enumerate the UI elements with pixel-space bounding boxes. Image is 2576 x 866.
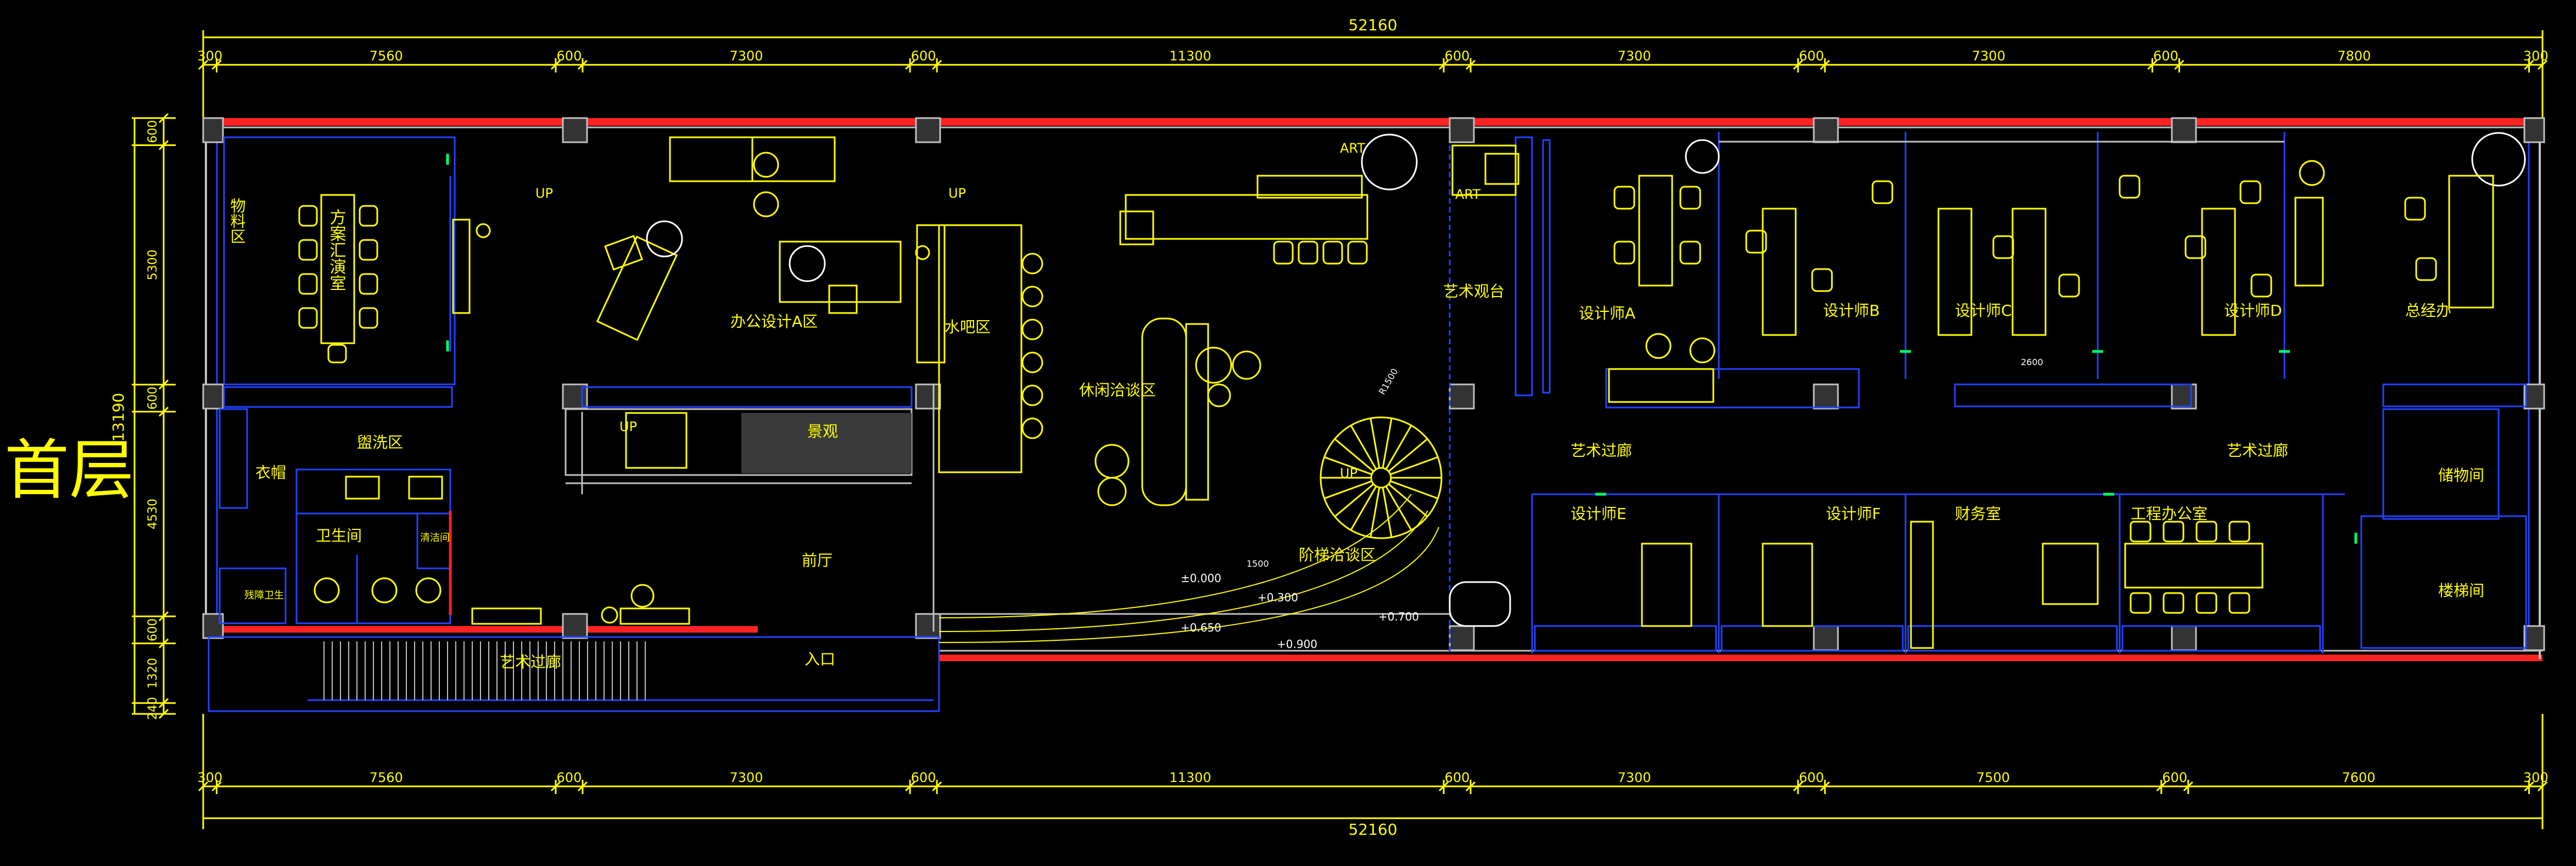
label-up-1: UP: [535, 186, 553, 201]
label-designer-f: 设计师F: [1826, 505, 1881, 523]
elev-2: +0.650: [1181, 621, 1221, 634]
label-designer-e: 设计师E: [1571, 505, 1627, 523]
bottom-segment-label: 300: [2523, 770, 2549, 785]
label-scenery: 景观: [807, 422, 838, 440]
stair-ramp-lines: [938, 494, 1439, 643]
label-stairwell: 楼梯间: [2438, 582, 2484, 600]
bottom-segment-label: 600: [911, 770, 936, 785]
top-segment-label: 7300: [730, 48, 763, 64]
label-art-corridor-right: 艺术过廊: [2227, 442, 2288, 460]
bottom-segment-label: 7500: [1976, 770, 2010, 785]
top-segment-label: 300: [197, 48, 222, 64]
bottom-segment-label: 600: [557, 770, 582, 785]
label-art-corridor-bottom: 艺术过廊: [500, 653, 561, 671]
top-segment-label: 600: [1445, 48, 1470, 64]
bottom-segment-label: 7560: [370, 770, 403, 785]
floor-title: 首层: [4, 432, 135, 508]
elev-0: ±0.000: [1181, 572, 1221, 585]
bottom-segment-label: 600: [1799, 770, 1824, 785]
elev-1: +0.300: [1258, 591, 1298, 604]
label-art-tag-2: ART: [1455, 187, 1480, 202]
label-office-a: 办公设计A区: [730, 312, 818, 331]
label-lobby: 前厅: [802, 551, 832, 569]
top-dimension-lines: [198, 30, 2548, 121]
bottom-segment-label: 7300: [730, 770, 763, 785]
label-wash: 盥洗区: [357, 433, 403, 451]
label-art-wall: 艺术观台: [1443, 282, 1505, 300]
left-segment-label: 600: [146, 387, 160, 410]
top-total-dimension: 52160: [1348, 16, 1397, 34]
top-segment-label: 300: [2523, 48, 2549, 64]
furniture-layer: [298, 132, 2526, 649]
top-segment-labels: 300 7560 600 7300 600 11300 600 7300 600 7300 600 7…: [197, 48, 2548, 64]
left-segment-labels: 600 5300 600 4530 600 1320 240: [146, 120, 160, 720]
top-segment-label: 600: [911, 48, 936, 64]
room-labels: 物料区 方案汇演室 办公设计A区 水吧区 休闲洽谈区 艺术观台 设计师A 设计师…: [228, 141, 2485, 671]
label-toilet: 卫生间: [316, 527, 362, 545]
label-designer-d: 设计师D: [2224, 301, 2282, 320]
label-art-tag-1: ART: [1340, 141, 1365, 156]
label-storage: 储物间: [2438, 466, 2484, 484]
label-finance: 财务室: [1955, 505, 2001, 523]
top-segment-label: 7560: [370, 48, 403, 64]
label-cloak: 衣帽: [255, 463, 286, 482]
label-designer-c: 设计师C: [1955, 301, 2012, 320]
label-art-corridor-left: 艺术过廊: [1571, 442, 1632, 460]
left-dimension-lines: [132, 113, 176, 719]
top-segment-label: 600: [557, 48, 582, 64]
label-up-4: UP: [1340, 466, 1357, 481]
label-bar: 水吧区: [945, 318, 991, 336]
dim-2600: 2600: [2021, 357, 2043, 367]
top-segment-label: 600: [2153, 48, 2178, 64]
left-total-dimension: 13190: [109, 393, 127, 442]
label-up-2: UP: [948, 186, 966, 201]
top-segment-label: 7300: [1972, 48, 2005, 64]
bottom-segment-label: 600: [1445, 770, 1470, 785]
dim-r1500: R1500: [1377, 367, 1400, 396]
label-leisure: 休闲洽谈区: [1079, 381, 1156, 399]
left-segment-label: 4530: [146, 499, 160, 529]
label-handicap: 残障卫生: [244, 590, 284, 601]
left-segment-label: 1320: [146, 658, 160, 689]
label-general-mgr: 总经办: [2405, 301, 2451, 320]
bottom-dimension-lines: [198, 714, 2548, 829]
bottom-segment-label: 600: [2162, 770, 2187, 785]
top-segment-label: 11300: [1169, 48, 1211, 64]
building-shell: [202, 117, 2545, 712]
left-segment-label: 240: [146, 697, 160, 720]
label-cleaning: 清洁间: [420, 532, 450, 544]
label-up-3: UP: [619, 419, 637, 434]
left-segment-label: 600: [146, 120, 160, 143]
elev-3: +0.700: [1378, 610, 1419, 623]
label-engineering: 工程办公室: [2131, 505, 2208, 523]
elevation-labels: ±0.000 +0.300 +0.650 +0.700 +0.900 1500 …: [1181, 357, 2043, 651]
bottom-total-dimension: 52160: [1348, 820, 1397, 839]
left-segment-label: 5300: [146, 249, 160, 280]
bottom-segment-labels: 300 7560 600 7300 600 11300 600 7300 600 7500 600 7…: [197, 770, 2548, 785]
label-materials: 物料区: [228, 198, 247, 244]
left-segment-label: 600: [146, 618, 160, 641]
label-stair-area: 阶梯洽谈区: [1299, 546, 1376, 564]
bottom-segment-label: 11300: [1169, 770, 1211, 785]
top-segment-label: 7300: [1618, 48, 1651, 64]
label-designer-a: 设计师A: [1579, 304, 1635, 322]
stair-treads: [323, 641, 646, 700]
elev-4: +0.900: [1277, 638, 1317, 651]
label-presentation: 方案汇演室: [327, 209, 346, 291]
label-designer-b: 设计师B: [1823, 301, 1880, 320]
dim-1500: 1500: [1247, 558, 1269, 569]
top-segment-label: 7800: [2337, 48, 2371, 64]
bottom-segment-label: 7300: [1618, 770, 1651, 785]
top-segment-label: 600: [1799, 48, 1824, 64]
bottom-segment-label: 300: [197, 770, 222, 785]
bottom-segment-label: 7600: [2342, 770, 2376, 785]
label-entrance: 入口: [804, 650, 835, 668]
